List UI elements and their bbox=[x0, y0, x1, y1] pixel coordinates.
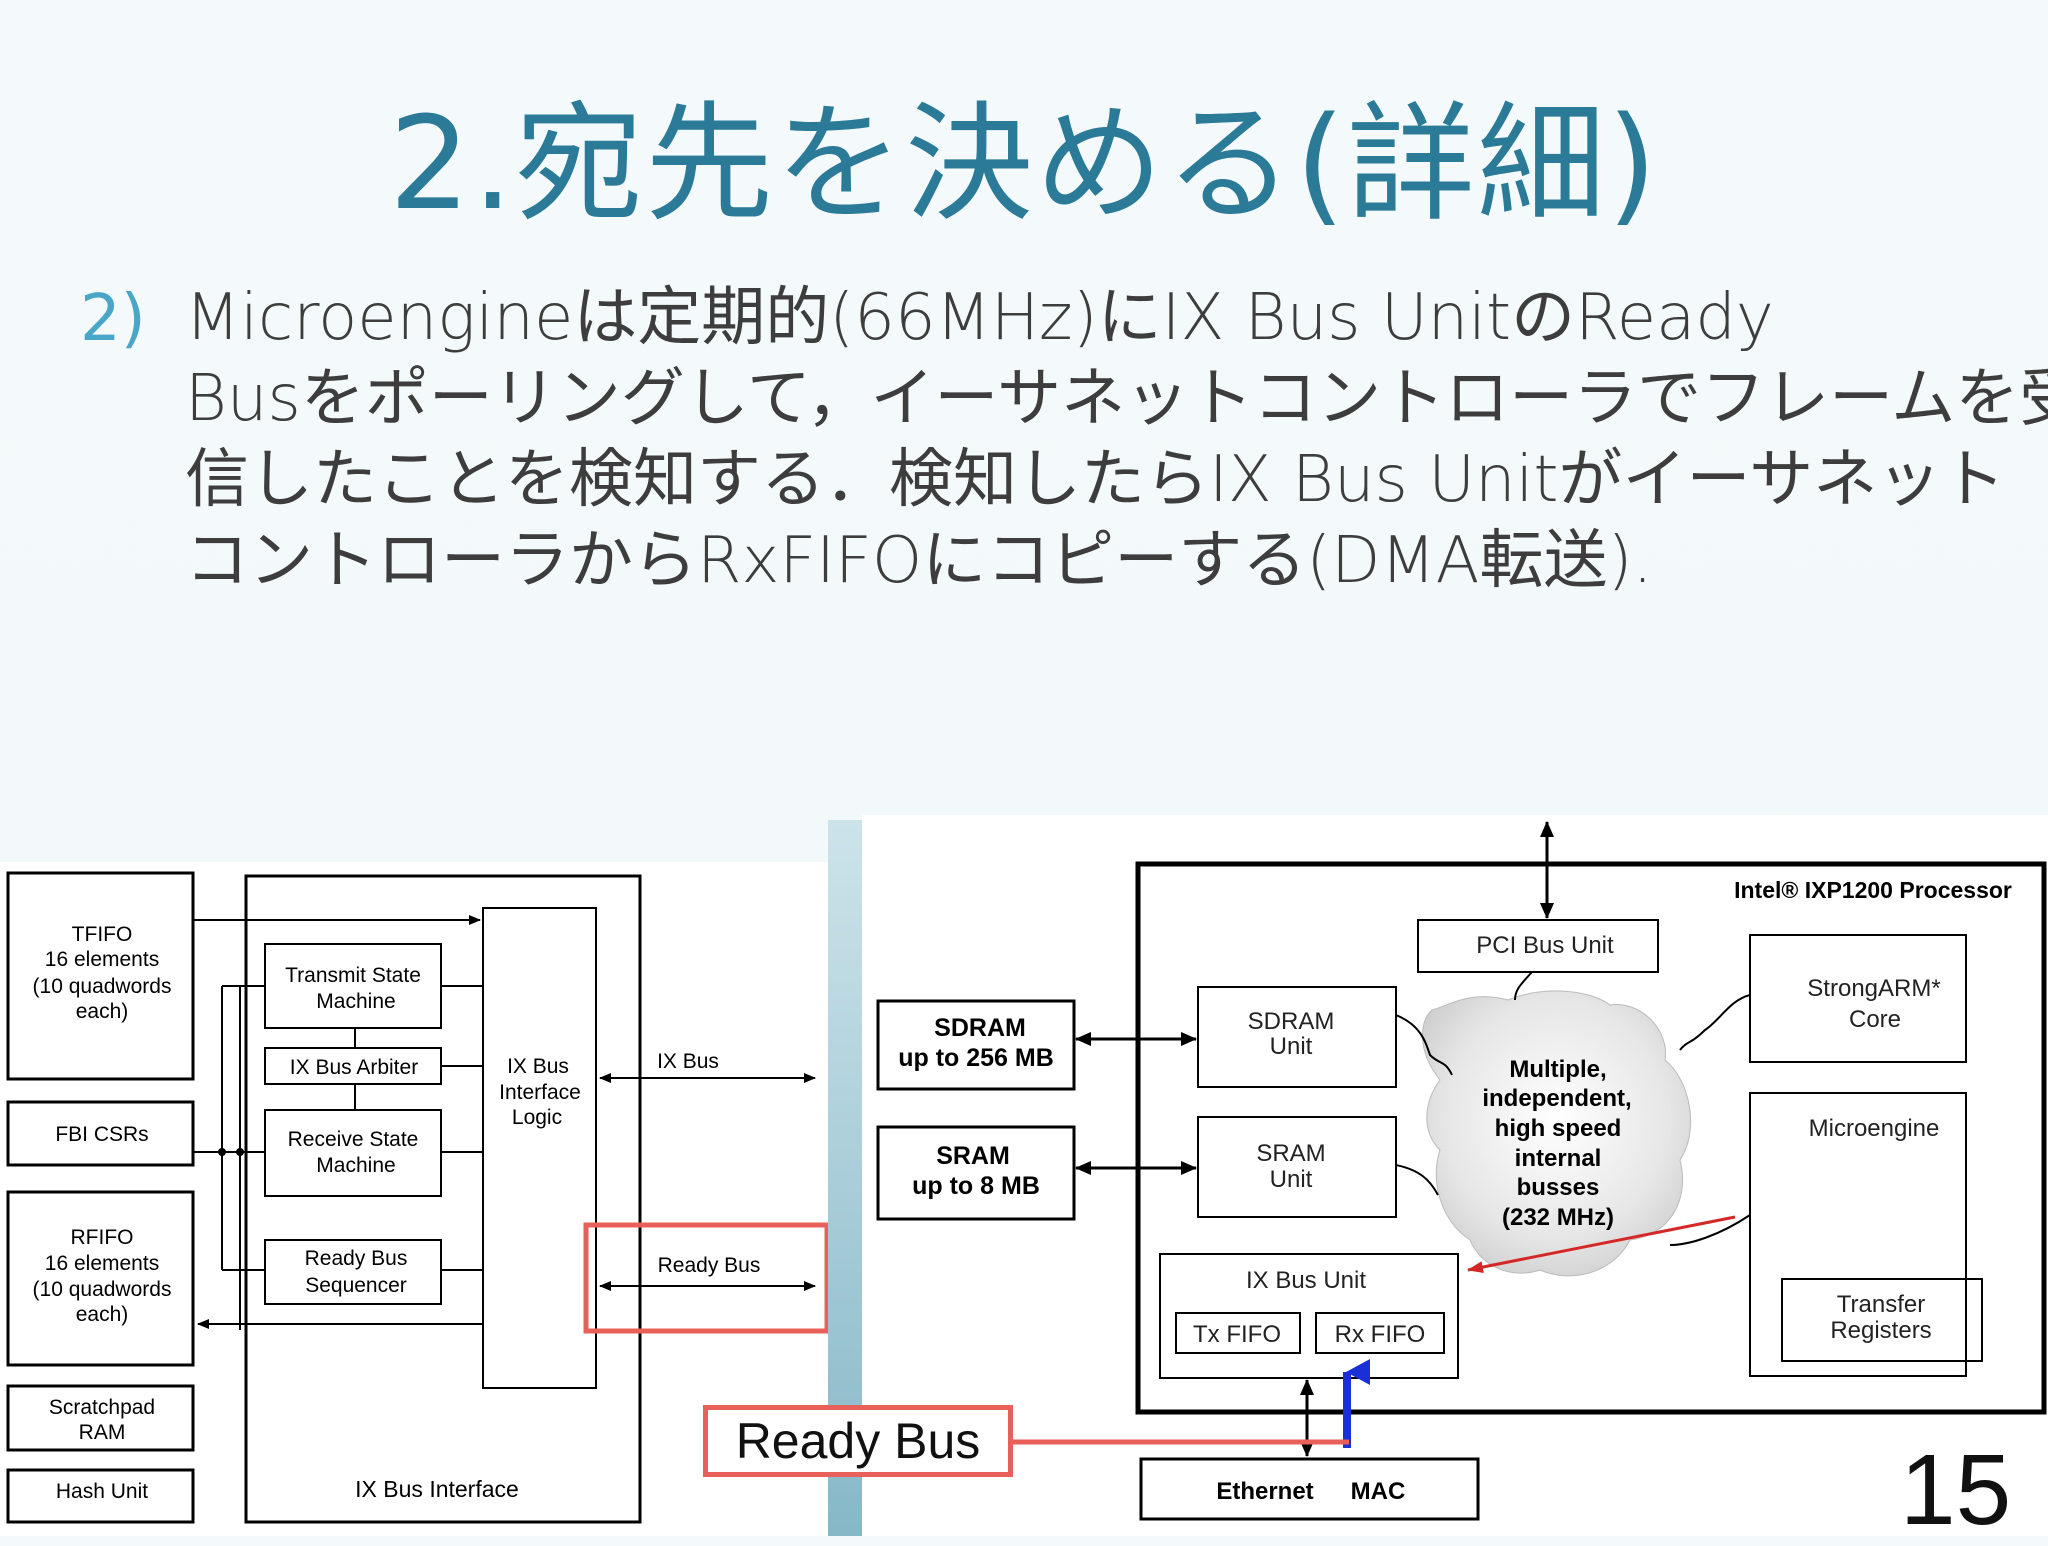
ix-bus-interface-box bbox=[244, 874, 642, 1524]
strongarm-line-2: Core bbox=[1849, 1006, 1901, 1033]
ixp1200-svg: Intel® IXP1200 Processor PCI Bus Unit St… bbox=[876, 821, 2047, 1521]
bullet-line-2: Busをポーリングして，イーサネットコントローラでフレームを受 bbox=[185, 362, 2048, 436]
ixp1200-diagram: Intel® IXP1200 Processor PCI Bus Unit St… bbox=[862, 815, 2048, 1536]
processor-label: Intel® IXP1200 Processor bbox=[1734, 877, 2012, 903]
red-polling-arrow bbox=[1467, 1215, 1736, 1273]
receive-sm-line-2: Machine bbox=[316, 1154, 395, 1177]
pci-bus-unit-label: PCI Bus Unit bbox=[1476, 932, 1614, 959]
tfifo-line-3: (10 quadwords bbox=[33, 975, 172, 998]
tfifo-line-4: each) bbox=[76, 1000, 129, 1023]
strongarm-box bbox=[1749, 934, 1967, 1063]
mac-label: MAC bbox=[1351, 1478, 1406, 1505]
internal-busses-cloud bbox=[1422, 990, 1692, 1277]
interface-logic-box bbox=[482, 907, 597, 1389]
sdram-ext-line-2: up to 256 MB bbox=[898, 1044, 1054, 1072]
sdram-ext-box bbox=[876, 999, 1076, 1091]
scratchpad-box bbox=[6, 1384, 195, 1452]
sram-unit-line-2: Unit bbox=[1270, 1166, 1313, 1193]
ready-bus-label: Ready Bus bbox=[658, 1254, 761, 1277]
sram-ext-box bbox=[876, 1125, 1076, 1221]
tx-fifo-label: Tx FIFO bbox=[1193, 1321, 1281, 1348]
rfifo-line-3: (10 quadwords bbox=[33, 1278, 172, 1301]
sram-ext-line-2: up to 8 MB bbox=[912, 1172, 1040, 1200]
ethernet-label: Ethernet bbox=[1216, 1478, 1313, 1505]
ready-bus-callout: Ready Bus bbox=[703, 1405, 1013, 1477]
interface-logic-line-1: IX Bus bbox=[507, 1055, 569, 1078]
strongarm-line-1: StrongARM* bbox=[1807, 975, 1940, 1002]
cloud-line-2: independent, bbox=[1482, 1085, 1631, 1112]
interface-logic-line-3: Logic bbox=[512, 1106, 562, 1129]
sram-ext-line-1: SRAM bbox=[936, 1142, 1010, 1170]
ready-bus-highlight bbox=[583, 1222, 830, 1334]
cloud-line-6: (232 MHz) bbox=[1502, 1204, 1614, 1231]
transfer-regs-box bbox=[1781, 1278, 1983, 1362]
rfifo-line-4: each) bbox=[76, 1303, 129, 1326]
cloud-line-3: high speed bbox=[1495, 1115, 1622, 1142]
rfifo-line-1: RFIFO bbox=[71, 1226, 134, 1249]
bus-wire-microengine bbox=[1669, 1214, 1751, 1246]
bullet-number: 2) bbox=[80, 282, 146, 356]
microengine-label: Microengine bbox=[1809, 1115, 1940, 1142]
slide-title: 2.宛先を決める(詳細) bbox=[388, 90, 1659, 239]
receive-sm-box bbox=[264, 1109, 442, 1197]
cloud-line-5: busses bbox=[1517, 1174, 1600, 1201]
scratchpad-line-2: RAM bbox=[79, 1421, 126, 1444]
ready-bus-seq-line-1: Ready Bus bbox=[305, 1247, 408, 1270]
bus-wire-sdram bbox=[1395, 1014, 1453, 1076]
hash-unit-box bbox=[6, 1468, 195, 1524]
ix-bus-interface-label: IX Bus Interface bbox=[355, 1476, 519, 1502]
sdram-unit-box bbox=[1197, 986, 1397, 1088]
transmit-sm-line-1: Transmit State bbox=[285, 964, 421, 987]
fbi-csrs-box bbox=[6, 1100, 195, 1167]
rx-fifo-box bbox=[1315, 1312, 1445, 1354]
tx-fifo-box bbox=[1175, 1312, 1301, 1354]
ix-bus-arbiter-label: IX Bus Arbiter bbox=[290, 1056, 418, 1079]
transfer-regs-line-1: Transfer bbox=[1837, 1291, 1925, 1318]
ready-bus-seq-line-2: Sequencer bbox=[305, 1274, 407, 1297]
receive-sm-line-1: Receive State bbox=[288, 1128, 419, 1151]
page-number: 15 bbox=[1900, 1434, 2012, 1546]
bullet-line-1: Microengineは定期的(66MHz)にIX Bus UnitのReady bbox=[185, 281, 1774, 355]
ix-bus-label: IX Bus bbox=[657, 1050, 719, 1073]
tfifo-line-2: 16 elements bbox=[45, 948, 159, 971]
transmit-sm-line-2: Machine bbox=[316, 990, 395, 1013]
sram-unit-line-1: SRAM bbox=[1256, 1140, 1325, 1167]
bus-wire-sram bbox=[1395, 1164, 1439, 1196]
rfifo-line-2: 16 elements bbox=[45, 1252, 159, 1275]
bus-wire-pci bbox=[1514, 971, 1533, 1001]
bullet-line-3: 信したことを検知する．検知したらIX Bus Unitがイーサネット bbox=[185, 443, 2006, 517]
interface-logic-line-2: Interface bbox=[499, 1081, 581, 1104]
ethernet-mac-box bbox=[1139, 1457, 1480, 1521]
cloud-line-1: Multiple, bbox=[1509, 1056, 1606, 1083]
cloud-line-4: internal bbox=[1515, 1145, 1602, 1172]
bullet-line-4: コントローラからRxFIFOにコピーする(DMA転送). bbox=[185, 524, 1653, 598]
fbi-csrs-label: FBI CSRs bbox=[55, 1123, 148, 1146]
sdram-unit-line-1: SDRAM bbox=[1248, 1008, 1335, 1035]
scratchpad-line-1: Scratchpad bbox=[49, 1396, 155, 1419]
bullet-body: Microengineは定期的(66MHz)にIX Bus UnitのReady… bbox=[185, 278, 2048, 602]
ix-bus-interface-diagram: TFIFO 16 elements (10 quadwords each) FB… bbox=[0, 862, 830, 1536]
ix-bus-unit-label: IX Bus Unit bbox=[1246, 1267, 1366, 1294]
bus-wire-strongarm bbox=[1679, 994, 1751, 1051]
sram-unit-box bbox=[1197, 1116, 1397, 1218]
tfifo-box bbox=[6, 871, 195, 1081]
processor-box bbox=[1135, 861, 2047, 1415]
transfer-regs-line-2: Registers bbox=[1830, 1317, 1931, 1344]
microengine-box bbox=[1749, 1092, 1967, 1377]
rfifo-box bbox=[6, 1190, 195, 1367]
tfifo-line-1: TFIFO bbox=[72, 923, 133, 946]
hash-unit-label: Hash Unit bbox=[56, 1480, 148, 1503]
pci-bus-unit-box bbox=[1417, 919, 1659, 973]
sdram-ext-line-1: SDRAM bbox=[934, 1014, 1026, 1042]
ix-bus-unit-box bbox=[1159, 1253, 1459, 1379]
ready-bus-seq-box bbox=[264, 1239, 442, 1305]
rx-fifo-label: Rx FIFO bbox=[1335, 1321, 1426, 1348]
ready-bus-callout-label: Ready Bus bbox=[735, 1413, 981, 1469]
sdram-unit-line-2: Unit bbox=[1270, 1033, 1313, 1060]
ix-bus-interface-svg: TFIFO 16 elements (10 quadwords each) FB… bbox=[6, 871, 830, 1524]
